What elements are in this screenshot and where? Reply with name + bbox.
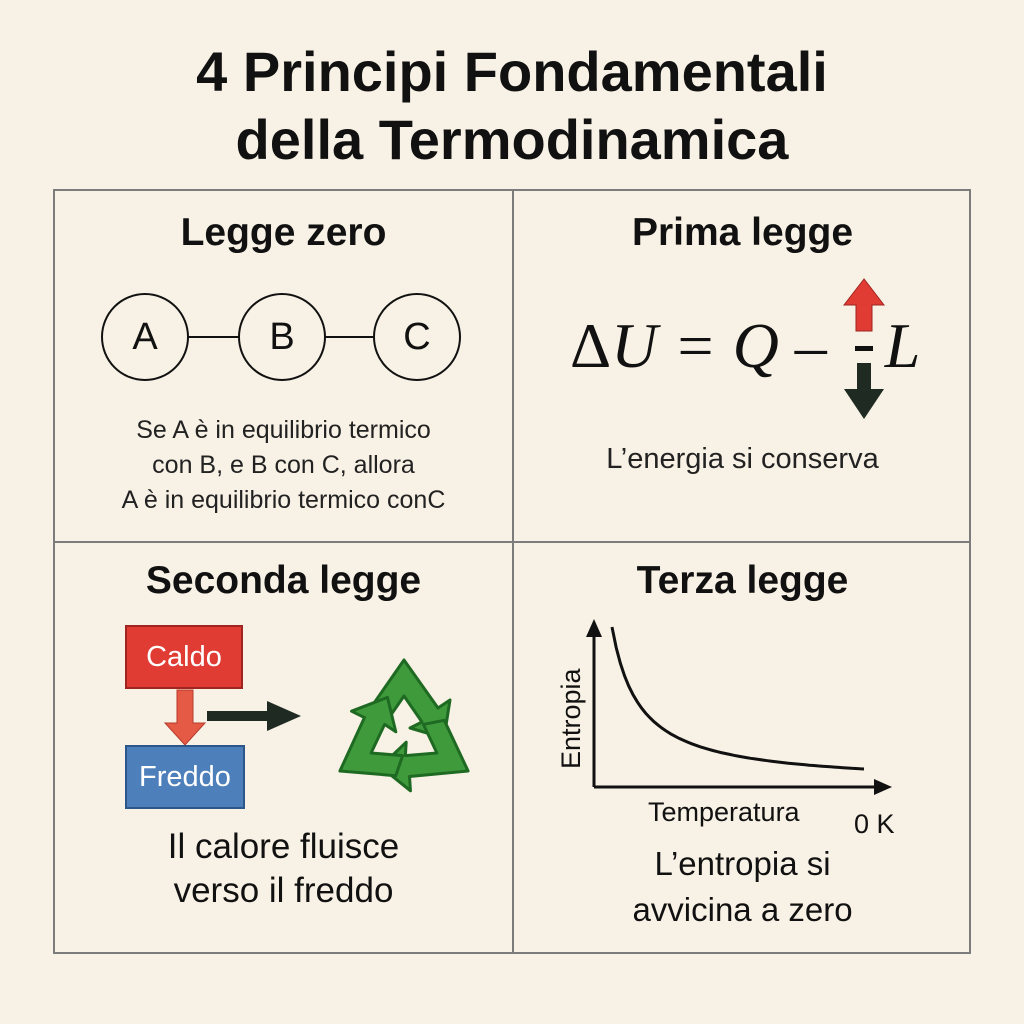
third-law-line-2: avvicina a zero (632, 891, 853, 928)
entropy-chart: Entropia Temperatura 0 K (556, 619, 895, 839)
grid-divider-horizontal (55, 541, 969, 543)
hot-box: Caldo (125, 625, 243, 689)
second-law-description: Il calore fluisce verso il freddo (55, 825, 512, 913)
second-law-line-2: verso il freddo (173, 871, 394, 910)
node-a: A (101, 293, 189, 381)
y-axis-label: Entropia (556, 667, 586, 769)
cold-box: Freddo (125, 745, 245, 809)
x-axis-end-label: 0 K (854, 809, 895, 839)
page-title: 4 Principi Fondamentali della Termodinam… (0, 38, 1024, 174)
second-law-line-1: Il calore fluisce (167, 827, 400, 866)
arrow-right-icon (207, 701, 301, 731)
formula-q: Q (732, 310, 779, 381)
panel-second-law: Seconda legge Caldo Freddo (55, 543, 512, 954)
zero-law-line-3: A è in equilibrio termico conC (121, 486, 446, 514)
x-axis-label: Temperatura (648, 797, 801, 827)
third-law-line-1: L’entropia si (654, 845, 831, 882)
panel-title-zero: Legge zero (180, 211, 387, 254)
energy-arrows (842, 278, 886, 419)
formula-delta: Δ (570, 310, 612, 381)
arrow-down-icon (844, 363, 884, 419)
page-title-line-1: 4 Principi Fondamentali (196, 40, 828, 103)
node-b: B (238, 293, 326, 381)
panel-first-law: Prima legge ΔU = Q –L L’energia si conse… (514, 191, 971, 541)
panel-third-law: Terza legge Entropia Temperatura 0 K L’e… (514, 543, 971, 954)
zero-law-line-2: con B, e B con C, allora (152, 451, 415, 479)
formula-minus: – (778, 310, 827, 381)
page-title-line-2: della Termodinamica (235, 108, 789, 171)
panel-title-second: Seconda legge (145, 559, 422, 602)
formula-l: L (884, 310, 921, 381)
third-law-description: L’entropia si avvicina a zero (514, 841, 971, 933)
x-axis-arrowhead (874, 779, 892, 795)
formula-u: U (611, 310, 658, 381)
panel-title-third: Terza legge (636, 559, 849, 602)
panel-title-first: Prima legge (631, 211, 854, 254)
formula-minus-bar (855, 346, 873, 351)
arrow-down-icon (163, 689, 207, 746)
node-c: C (373, 293, 461, 381)
link-a-b (187, 336, 240, 338)
y-axis-arrowhead (586, 619, 602, 637)
first-law-formula: ΔU = Q –L (570, 311, 920, 381)
principles-grid: Legge zero A B C Se A è in equilibrio te… (53, 189, 971, 954)
arrow-up-icon (842, 278, 886, 332)
heat-flow-arrows (163, 658, 470, 793)
recycle-icon (338, 658, 470, 793)
link-b-c (324, 336, 375, 338)
grid-divider-vertical (512, 191, 514, 952)
zero-law-line-1: Se A è in equilibrio termico (136, 416, 431, 444)
first-law-description: L’energia si conserva (606, 443, 879, 475)
formula-equals: = (657, 310, 733, 381)
zero-law-description: Se A è in equilibrio termico con B, e B … (55, 413, 512, 518)
entropy-curve (610, 626, 865, 771)
panel-zero-law: Legge zero A B C Se A è in equilibrio te… (55, 191, 512, 541)
